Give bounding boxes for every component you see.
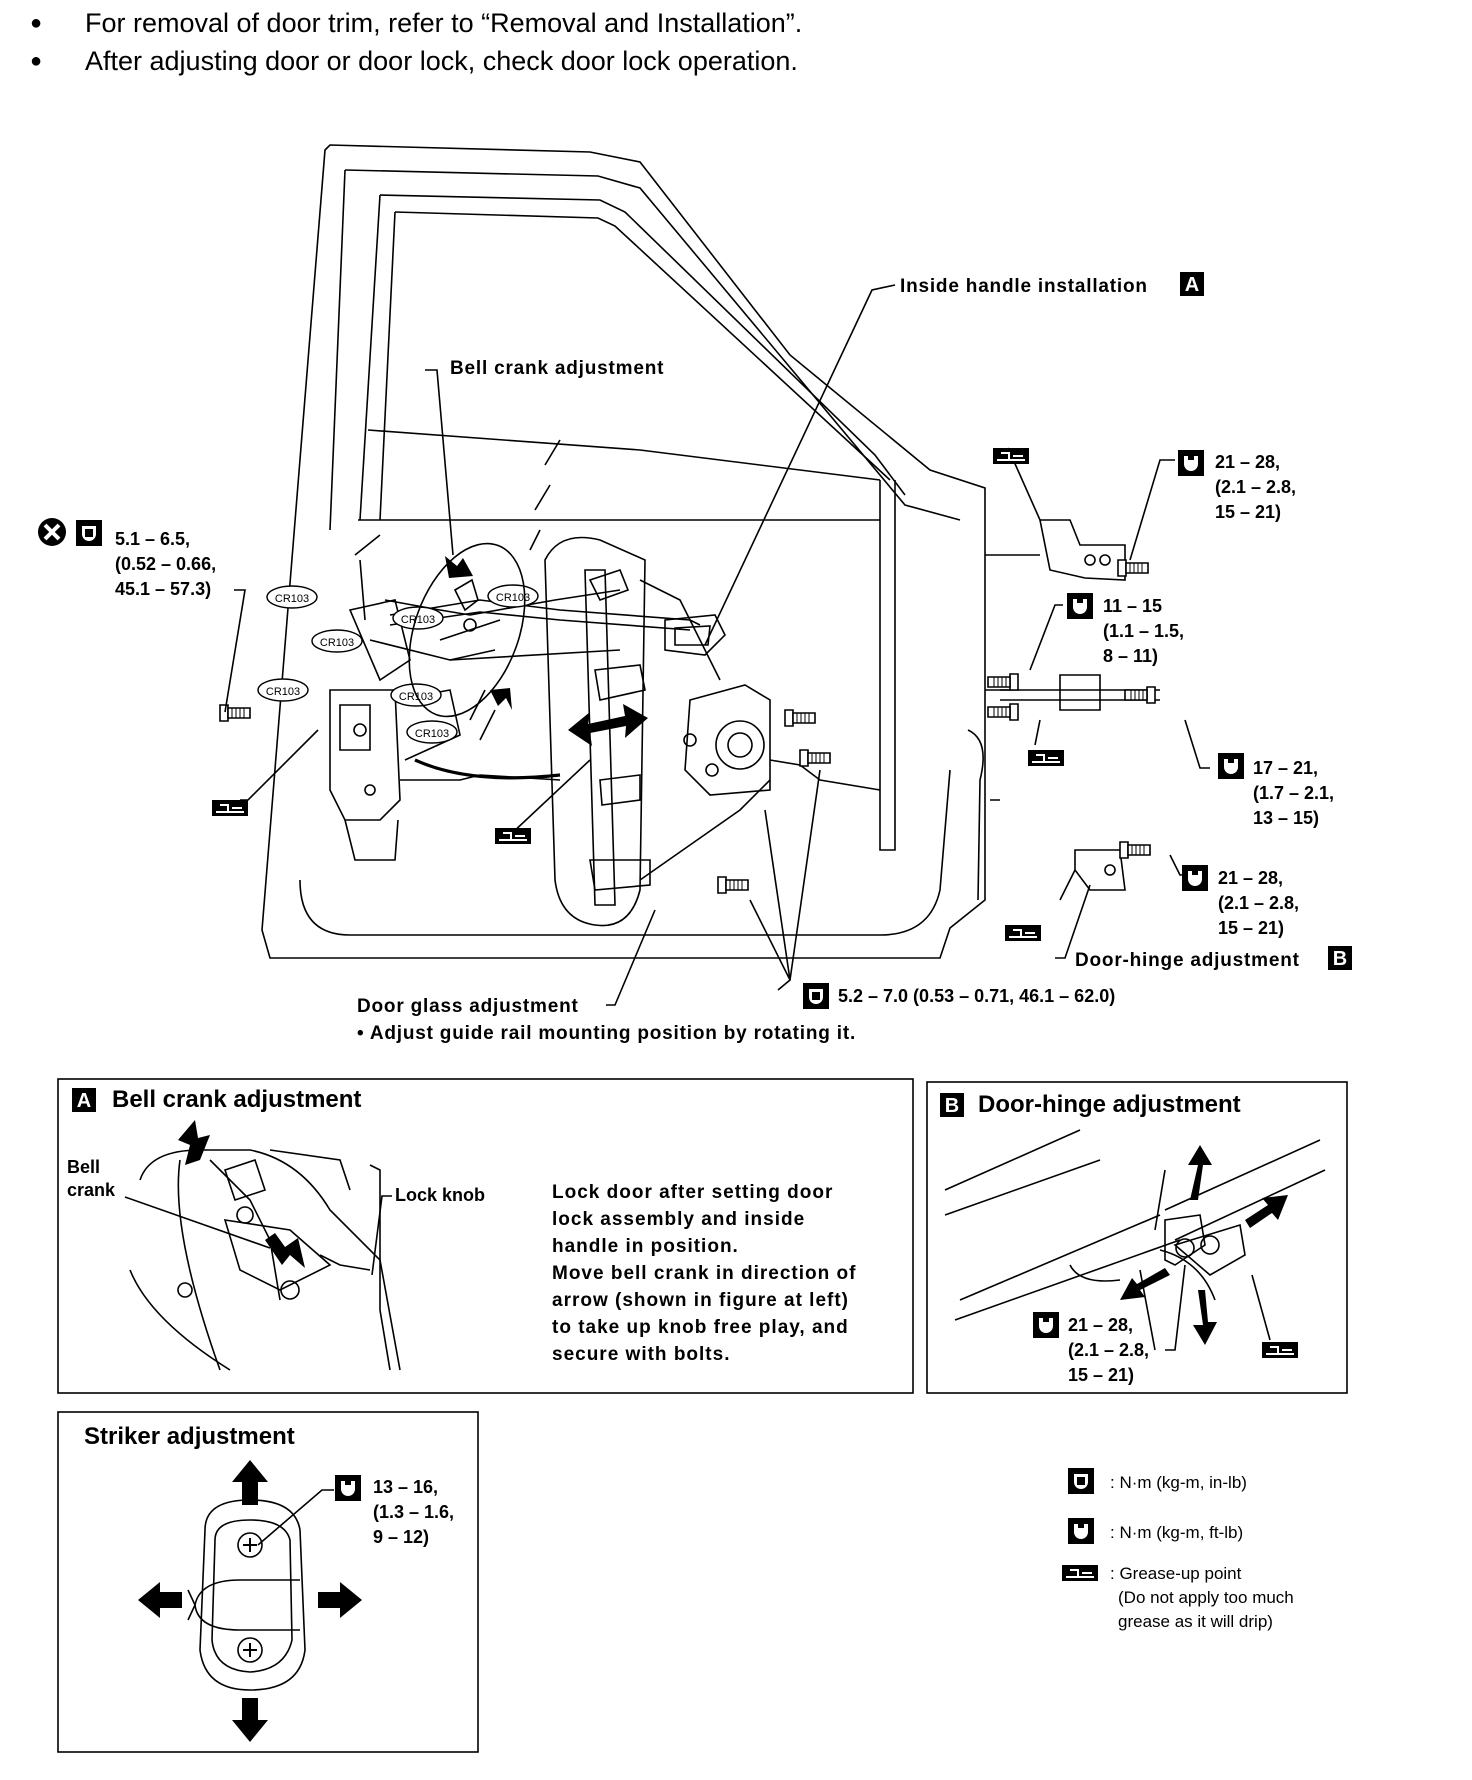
legend-grease-note: grease as it will drip) [1118,1612,1273,1631]
svg-text:21 – 28,: 21 – 28, [1218,868,1283,888]
torque-lock: 5.1 – 6.5, (0.52 – 0.66, 45.1 – 57.3) [38,518,216,599]
torque-hinge-lower: 21 – 28, (2.1 – 2.8, 15 – 21) [1182,865,1299,938]
panel-a-title: Bell crank adjustment [112,1086,361,1113]
svg-text:(2.1 – 2.8,: (2.1 – 2.8, [1218,893,1299,913]
legend: : N·m (kg-m, in-lb) : N·m (kg-m, ft-lb) … [1061,1468,1294,1631]
panel-a-text-line: arrow (shown in figure at left) [552,1290,849,1311]
panel-a-text-line: Lock door after setting door [552,1182,833,1203]
svg-text:Door-hinge adjustment: Door-hinge adjustment [1075,950,1300,971]
legend-nm-ftlb: : N·m (kg-m, ft-lb) [1110,1523,1243,1542]
panel-a-text-line: Move bell crank in direction of [552,1263,856,1284]
leader-lines [224,284,1210,1006]
cr103-label: CR103 [415,728,449,740]
svg-text:B: B [1333,948,1347,970]
striker-torque: (1.3 – 1.6, [373,1502,454,1522]
panel-striker: Striker adjustment 13 – 16, (1.3 – 1.6, … [57,1411,479,1753]
panel-a-letter: A [77,1090,91,1112]
svg-text:11 – 15: 11 – 15 [1103,596,1162,616]
note-trim-removal: For removal of door trim, refer to “Remo… [30,4,802,42]
cr103-label: CR103 [496,592,530,604]
legend-grease-note: (Do not apply too much [1118,1588,1294,1607]
label-door-hinge: Door-hinge adjustment B [1075,946,1352,971]
label-door-glass: Door glass adjustment • Adjust guide rai… [357,996,856,1044]
label-bell-crank: Bell crank adjustment [450,358,664,379]
torque-inlb-icon [1068,1468,1094,1494]
grease-point-icon [494,827,532,845]
door-outline [261,144,1040,959]
grease-point-icon [992,447,1030,465]
cr103-label: CR103 [401,614,435,626]
torque-regulator: 5.2 – 7.0 (0.53 – 0.71, 46.1 – 62.0) [803,983,1115,1009]
grease-point-icon [1061,1564,1099,1582]
lower-hinge [1074,841,1151,891]
label-inside-handle: Inside handle installation A [900,272,1204,297]
panel-b-title: Door-hinge adjustment [978,1091,1241,1118]
cr103-label: CR103 [399,691,433,703]
svg-text:Door glass adjustment: Door glass adjustment [357,996,579,1017]
svg-text:(0.52 – 0.66,: (0.52 – 0.66, [115,554,216,574]
panel-a-text-line: secure with bolts. [552,1344,730,1365]
cr103-markers: CR103 CR103 CR103 CR103 CR103 CR103 CR10… [257,584,539,744]
svg-text:(1.7 – 2.1,: (1.7 – 2.1, [1253,783,1334,803]
door-check-link [987,673,1160,721]
panel-b-letter: B [945,1095,959,1117]
legend-nm-inlb: : N·m (kg-m, in-lb) [1110,1473,1247,1492]
legend-grease: : Grease-up point [1110,1564,1242,1583]
torque-check-link: 11 – 15 (1.1 – 1.5, 8 – 11) [1067,593,1184,666]
svg-text:(2.1 – 2.8,: (2.1 – 2.8, [1215,477,1296,497]
striker-torque: 9 – 12) [373,1527,429,1547]
notes-list: For removal of door trim, refer to “Remo… [30,4,802,80]
striker-title: Striker adjustment [84,1423,295,1450]
panel-b-torque: 21 – 28, [1068,1315,1133,1335]
svg-text:• Adjust guide rail mounting p: • Adjust guide rail mounting position by… [357,1023,856,1044]
torque-check-nut: 17 – 21, (1.7 – 2.1, 13 – 15) [1218,753,1334,828]
torque-hinge-upper: 21 – 28, (2.1 – 2.8, 15 – 21) [1178,450,1296,522]
lock-knob-label: Lock knob [395,1185,485,1205]
svg-text:17 – 21,: 17 – 21, [1253,758,1318,778]
bell-crank-label: crank [67,1180,116,1200]
svg-text:Inside handle installation: Inside handle installation [900,276,1148,297]
svg-text:21 – 28,: 21 – 28, [1215,452,1280,472]
svg-text:5.2 – 7.0 (0.53 – 0.71, 46.1 –: 5.2 – 7.0 (0.53 – 0.71, 46.1 – 62.0) [838,986,1115,1006]
svg-text:15 – 21): 15 – 21) [1215,502,1281,522]
panel-door-hinge: B Door-hinge adjustment 21 – 28, (2.1 – … [926,1081,1348,1394]
panel-b-torque: (2.1 – 2.8, [1068,1340,1149,1360]
note-check-lock: After adjusting door or door lock, check… [30,42,802,80]
panel-a-text-line: lock assembly and inside [552,1209,805,1230]
grease-point-icon [1027,749,1065,767]
upper-hinge [1039,519,1149,581]
bell-crank-label: Bell [67,1157,100,1177]
grease-point-icon [1004,924,1042,942]
svg-text:13 – 15): 13 – 15) [1253,808,1319,828]
grease-point-icon [211,799,249,817]
torque-ftlb-icon [1068,1518,1094,1544]
panel-a-text-line: handle in position. [552,1236,739,1257]
cr103-label: CR103 [266,686,300,698]
svg-text:45.1 – 57.3): 45.1 – 57.3) [115,579,211,599]
svg-text:8 – 11): 8 – 11) [1103,646,1158,666]
bell-crank-detail [408,542,526,718]
cr103-label: CR103 [275,593,309,605]
panel-b-torque: 15 – 21) [1068,1365,1134,1385]
svg-text:5.1 – 6.5,: 5.1 – 6.5, [115,529,190,549]
glass-regulator [544,536,881,927]
panel-a-text-line: to take up knob free play, and [552,1317,849,1338]
striker-torque: 13 – 16, [373,1477,438,1497]
svg-text:A: A [1185,274,1199,296]
svg-text:15 – 21): 15 – 21) [1218,918,1284,938]
svg-text:(1.1 – 1.5,: (1.1 – 1.5, [1103,621,1184,641]
panel-bell-crank: A Bell crank adjustment Bell crank Lock … [57,1078,914,1394]
cr103-label: CR103 [320,637,354,649]
